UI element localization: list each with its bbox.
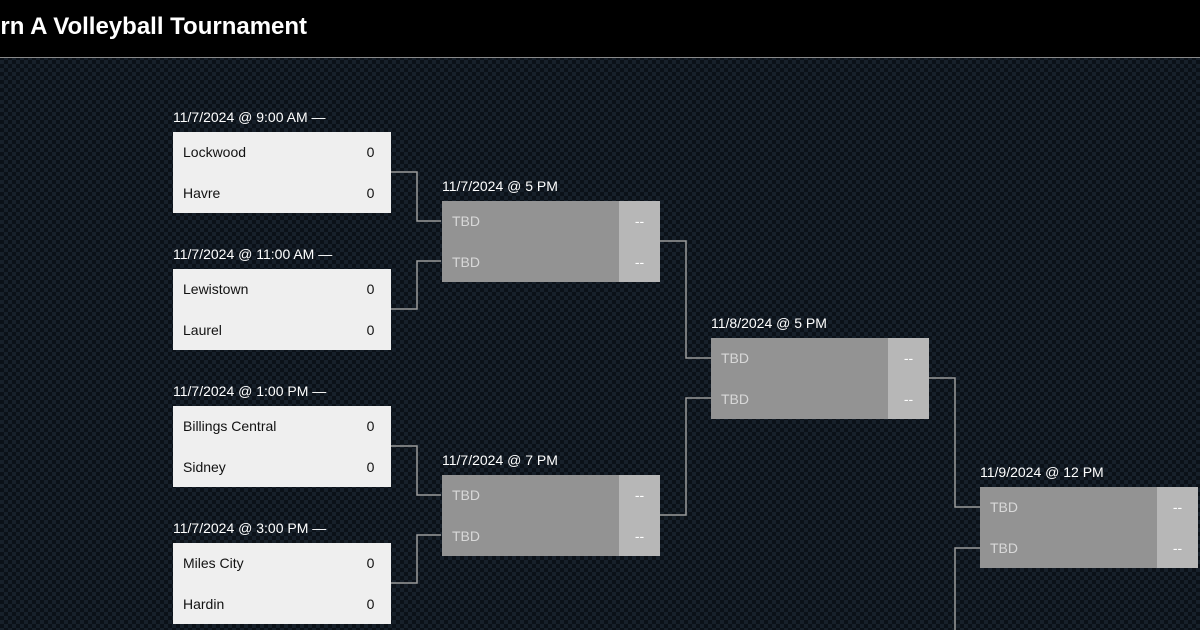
match-card-r1-4[interactable]: Miles City 0 Hardin 0 bbox=[173, 543, 391, 624]
team-score: 0 bbox=[350, 172, 391, 213]
match-date-r2-1: 11/7/2024 @ 5 PM bbox=[442, 178, 558, 194]
team-score: 0 bbox=[350, 309, 391, 350]
match-card-r1-3[interactable]: Billings Central 0 Sidney 0 bbox=[173, 406, 391, 487]
team-score: 0 bbox=[350, 543, 391, 584]
team-score: 0 bbox=[350, 583, 391, 624]
team-name: TBD bbox=[721, 390, 749, 407]
team-score: 0 bbox=[350, 406, 391, 447]
team-name: TBD bbox=[990, 539, 1018, 556]
team-name: Sidney bbox=[183, 458, 226, 475]
team-row[interactable]: Miles City 0 bbox=[173, 543, 391, 584]
team-name: TBD bbox=[721, 350, 749, 366]
team-score: -- bbox=[888, 338, 929, 379]
team-row[interactable]: TBD -- bbox=[980, 527, 1198, 568]
team-row[interactable]: Laurel 0 bbox=[173, 309, 391, 350]
team-row[interactable]: Billings Central 0 bbox=[173, 406, 391, 447]
team-name: TBD bbox=[452, 213, 480, 229]
team-name: Miles City bbox=[183, 555, 244, 571]
team-score: -- bbox=[619, 201, 660, 242]
team-score: 0 bbox=[350, 446, 391, 487]
team-row[interactable]: Lockwood 0 bbox=[173, 132, 391, 173]
team-row[interactable]: TBD -- bbox=[711, 378, 929, 419]
team-row[interactable]: TBD -- bbox=[711, 338, 929, 379]
team-row[interactable]: TBD -- bbox=[442, 515, 660, 556]
connector-r2m2-to-r3m1 bbox=[660, 397, 711, 516]
page-header: ern A Volleyball Tournament bbox=[0, 0, 1200, 58]
team-name: TBD bbox=[452, 527, 480, 544]
match-date-r1-3: 11/7/2024 @ 1:00 PM — bbox=[173, 383, 327, 399]
match-card-r3-1[interactable]: TBD -- TBD -- bbox=[711, 338, 929, 419]
connector-r1m4-to-r2m2 bbox=[391, 534, 441, 584]
team-score: -- bbox=[619, 475, 660, 516]
team-name: Lewistown bbox=[183, 281, 249, 297]
team-name: Laurel bbox=[183, 321, 222, 338]
team-name: Billings Central bbox=[183, 418, 277, 434]
team-row[interactable]: TBD -- bbox=[442, 201, 660, 242]
page-title: ern A Volleyball Tournament bbox=[0, 13, 308, 40]
team-name: TBD bbox=[990, 499, 1018, 515]
team-score: -- bbox=[1157, 487, 1198, 528]
team-name: Lockwood bbox=[183, 144, 247, 160]
team-score: -- bbox=[1157, 527, 1198, 568]
connector-r3m1-to-r4m1 bbox=[929, 377, 980, 508]
team-score: -- bbox=[619, 515, 660, 556]
team-row[interactable]: Hardin 0 bbox=[173, 583, 391, 624]
team-score: 0 bbox=[350, 269, 391, 310]
team-score: 0 bbox=[350, 132, 391, 173]
team-row[interactable]: Lewistown 0 bbox=[173, 269, 391, 310]
team-score: -- bbox=[888, 378, 929, 419]
team-row[interactable]: TBD -- bbox=[980, 487, 1198, 528]
match-card-r4-1[interactable]: TBD -- TBD -- bbox=[980, 487, 1198, 568]
team-row[interactable]: Sidney 0 bbox=[173, 446, 391, 487]
match-date-r1-4: 11/7/2024 @ 3:00 PM — bbox=[173, 520, 327, 536]
match-card-r1-1[interactable]: Lockwood 0 Havre 0 bbox=[173, 132, 391, 213]
team-row[interactable]: TBD -- bbox=[442, 475, 660, 516]
match-card-r2-2[interactable]: TBD -- TBD -- bbox=[442, 475, 660, 556]
team-name: Havre bbox=[183, 184, 221, 201]
team-name: TBD bbox=[452, 487, 480, 503]
connector-r1m1-to-r2m1 bbox=[391, 171, 441, 222]
match-date-r4-1: 11/9/2024 @ 12 PM bbox=[980, 464, 1104, 480]
match-card-r1-2[interactable]: Lewistown 0 Laurel 0 bbox=[173, 269, 391, 350]
match-date-r1-2: 11/7/2024 @ 11:00 AM — bbox=[173, 246, 333, 262]
connector-r4-lower-feed bbox=[954, 547, 980, 630]
team-score: -- bbox=[619, 241, 660, 282]
team-row[interactable]: TBD -- bbox=[442, 241, 660, 282]
connector-r1m3-to-r2m2 bbox=[391, 445, 441, 496]
match-date-r2-2: 11/7/2024 @ 7 PM bbox=[442, 452, 558, 468]
match-card-r2-1[interactable]: TBD -- TBD -- bbox=[442, 201, 660, 282]
match-date-r1-1: 11/7/2024 @ 9:00 AM — bbox=[173, 109, 326, 125]
connector-r2m1-to-r3m1 bbox=[660, 240, 711, 359]
team-name: Hardin bbox=[183, 595, 225, 612]
team-name: TBD bbox=[452, 253, 480, 270]
connector-r1m2-to-r2m1 bbox=[391, 260, 441, 310]
team-row[interactable]: Havre 0 bbox=[173, 172, 391, 213]
match-date-r3-1: 11/8/2024 @ 5 PM bbox=[711, 315, 827, 331]
